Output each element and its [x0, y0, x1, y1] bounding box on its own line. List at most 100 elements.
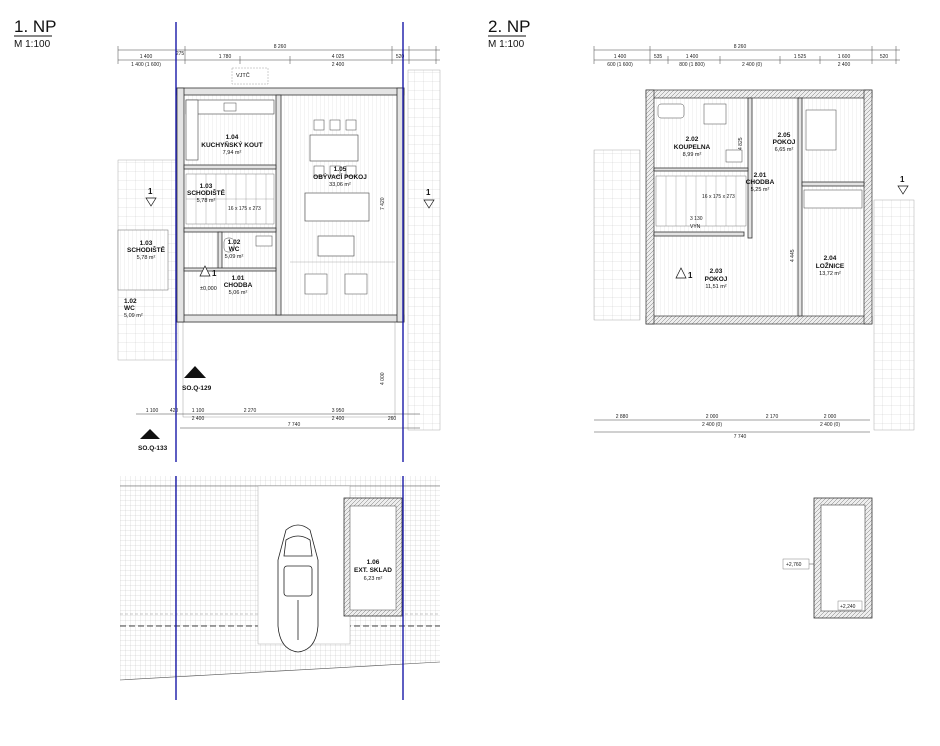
- neighbour-room-1-02-area: 5,09 m²: [124, 313, 143, 319]
- dim-top-d-1np: 1 780: [219, 54, 232, 60]
- dim-bottom-h-1np: 2 400: [332, 416, 345, 422]
- dim-bottom-d-2np: 2 170: [766, 414, 779, 420]
- sofa: [304, 192, 370, 222]
- staircase-1np: [185, 173, 275, 225]
- section-marker-1np-b: 1: [199, 265, 217, 278]
- neighbour-room-1-03-area: 5,78 m²: [137, 255, 156, 261]
- roof-level-right: +2,240: [840, 604, 856, 610]
- staircase-2np: [655, 175, 747, 227]
- room-1-01-area: 5,06 m²: [229, 290, 248, 296]
- room-2-05-name: POKOJ: [773, 139, 796, 146]
- dimension-lines-top-2np: [593, 46, 900, 64]
- stair-spec-1np: 16 x 175 x 273: [228, 206, 261, 212]
- plan-scale-1np: M 1:100: [14, 39, 51, 50]
- room-2-04-name: LOŽNICE: [816, 261, 845, 270]
- dim-bottom-f-1np: 7 740: [288, 422, 301, 428]
- dim-4445-2np: 4 445: [790, 249, 796, 262]
- svg-text:1: 1: [688, 271, 693, 280]
- room-1-04-number: 1.04: [226, 134, 239, 141]
- dimension-lines-bottom-1np: [136, 413, 420, 429]
- ext-storage-1-06: 1.06 EXT. SKLAD 6,23 m²: [343, 497, 403, 617]
- neighbour-room-1-03-name: SCHODIŠTĚ: [127, 245, 166, 254]
- section-marker-2np-a: 1: [675, 267, 693, 280]
- label-vyn: VYN: [690, 224, 701, 230]
- title-block-1np: 1. NP M 1:100: [14, 17, 57, 50]
- room-1-04-name: KUCHYŇSKÝ KOUT: [201, 140, 262, 149]
- dim-bottom-a-2np: 2 880: [616, 414, 629, 420]
- dining-table: [309, 119, 359, 177]
- room-2-04-number: 2.04: [824, 255, 837, 262]
- room-2-03-name: POKOJ: [705, 276, 728, 283]
- room-1-02-area: 5,09 m²: [225, 254, 244, 260]
- dim-bottom-e-1np: 3 950: [332, 408, 345, 414]
- marker-so-q-129: SO.Q-129: [182, 366, 212, 392]
- dim-top-e-1np: 4 025: [332, 54, 345, 60]
- car-symbol: [277, 524, 319, 653]
- dim-total-top-2np: 8 260: [734, 44, 747, 50]
- room-1-04-area: 7,94 m²: [223, 150, 242, 156]
- wall-south-1np: [176, 314, 405, 323]
- plan-scale-2np: M 1:100: [488, 39, 525, 50]
- room-2-05-number: 2.05: [778, 132, 791, 139]
- section-marker-2np-b: 1: [897, 175, 909, 195]
- room-1-03-number: 1.03: [200, 183, 213, 190]
- dim-total-top-1np: 8 260: [274, 44, 287, 50]
- dim-top-h-2np: 1 600: [838, 54, 851, 60]
- floor-plan-2np: 8 260 1 400 600 (1 600) 535 1 400 800 (1…: [593, 44, 915, 440]
- dim-top-d-2np: 1 400: [686, 54, 699, 60]
- dim-top-b-2np: 600 (1 600): [607, 62, 633, 68]
- dim-top-f-1np: 2 400: [332, 62, 345, 68]
- room-1-01-name: CHODBA: [224, 282, 253, 289]
- dim-bottom-g-1np: 2 400: [192, 416, 205, 422]
- room-2-03-number: 2.03: [710, 268, 723, 275]
- room-1-06-area: 6,23 m²: [364, 576, 383, 582]
- neighbour-room-1-03-number: 1.03: [140, 240, 153, 247]
- room-1-02-name: WC: [229, 246, 240, 253]
- dim-top-j-2np: 520: [880, 54, 889, 60]
- room-2-01-number: 2.01: [754, 172, 767, 179]
- svg-text:1: 1: [426, 188, 431, 197]
- dim-top-b-1np: 1 400 (1 600): [131, 62, 161, 68]
- room-2-01-area: 5,25 m²: [751, 187, 770, 193]
- dim-4000-1np: 4 000: [380, 372, 386, 385]
- dim-top-i-2np: 2 400: [838, 62, 851, 68]
- section-marker-1np-c: 1: [423, 188, 435, 209]
- marker-so-q-133: SO.Q-133: [138, 429, 168, 452]
- plan-title-2np: 2. NP: [488, 17, 531, 36]
- svg-text:1: 1: [900, 175, 905, 184]
- dim-top-a-2np: 1 400: [614, 54, 627, 60]
- room-1-03-area: 5,78 m²: [197, 198, 216, 204]
- dim-3130-2np: 3 130: [690, 216, 703, 222]
- dim-top-f-2np: 2 400 (0): [742, 62, 762, 68]
- room-1-05-name: OBÝVACÍ POKOJ: [313, 172, 367, 181]
- dim-bottom-b-2np: 2 000: [706, 414, 719, 420]
- dimension-lines-bottom-2np: [594, 419, 870, 433]
- dim-bottom-c-2np: 2 400 (0): [702, 422, 722, 428]
- dim-7420-1np: 7 420: [380, 197, 386, 210]
- neighbour-room-1-02-name: WC: [124, 305, 135, 312]
- floor-plan-1np: 8 260 1 400 1 400 (1 600) 275 1 780 4 02…: [117, 22, 441, 462]
- room-2-02-number: 2.02: [686, 136, 699, 143]
- svg-text:1: 1: [212, 269, 217, 278]
- plan-title-1np: 1. NP: [14, 17, 57, 36]
- roof-level-left: +2,760: [786, 562, 802, 568]
- dim-4825-2np: 4 825: [738, 137, 744, 150]
- level-zero-label: ±0,000: [200, 286, 217, 292]
- room-1-06-name: EXT. SKLAD: [354, 567, 392, 574]
- room-2-03-area: 11,51 m²: [705, 284, 726, 290]
- dim-bottom-f-2np: 2 400 (0): [820, 422, 840, 428]
- room-1-01-number: 1.01: [232, 275, 245, 282]
- room-1-05-number: 1.05: [334, 166, 347, 173]
- room-1-06-number: 1.06: [367, 559, 380, 566]
- dim-total-bottom-2np: 7 740: [734, 434, 747, 440]
- dim-bottom-d-1np: 2 270: [244, 408, 257, 414]
- dim-bottom-c-1np: 1 100: [192, 408, 205, 414]
- coffee-table: [317, 235, 355, 257]
- wall-east-1np: [396, 87, 405, 323]
- dim-top-g-2np: 1 525: [794, 54, 807, 60]
- dim-bottom-a-1np: 1 100: [146, 408, 159, 414]
- room-1-05-area: 33,06 m²: [329, 182, 351, 188]
- room-1-03-name: SCHODIŠTĚ: [187, 188, 226, 197]
- site-plan-parking: 1.06 EXT. SKLAD 6,23 m²: [119, 476, 441, 700]
- neighbour-room-1-02-number: 1.02: [124, 298, 137, 305]
